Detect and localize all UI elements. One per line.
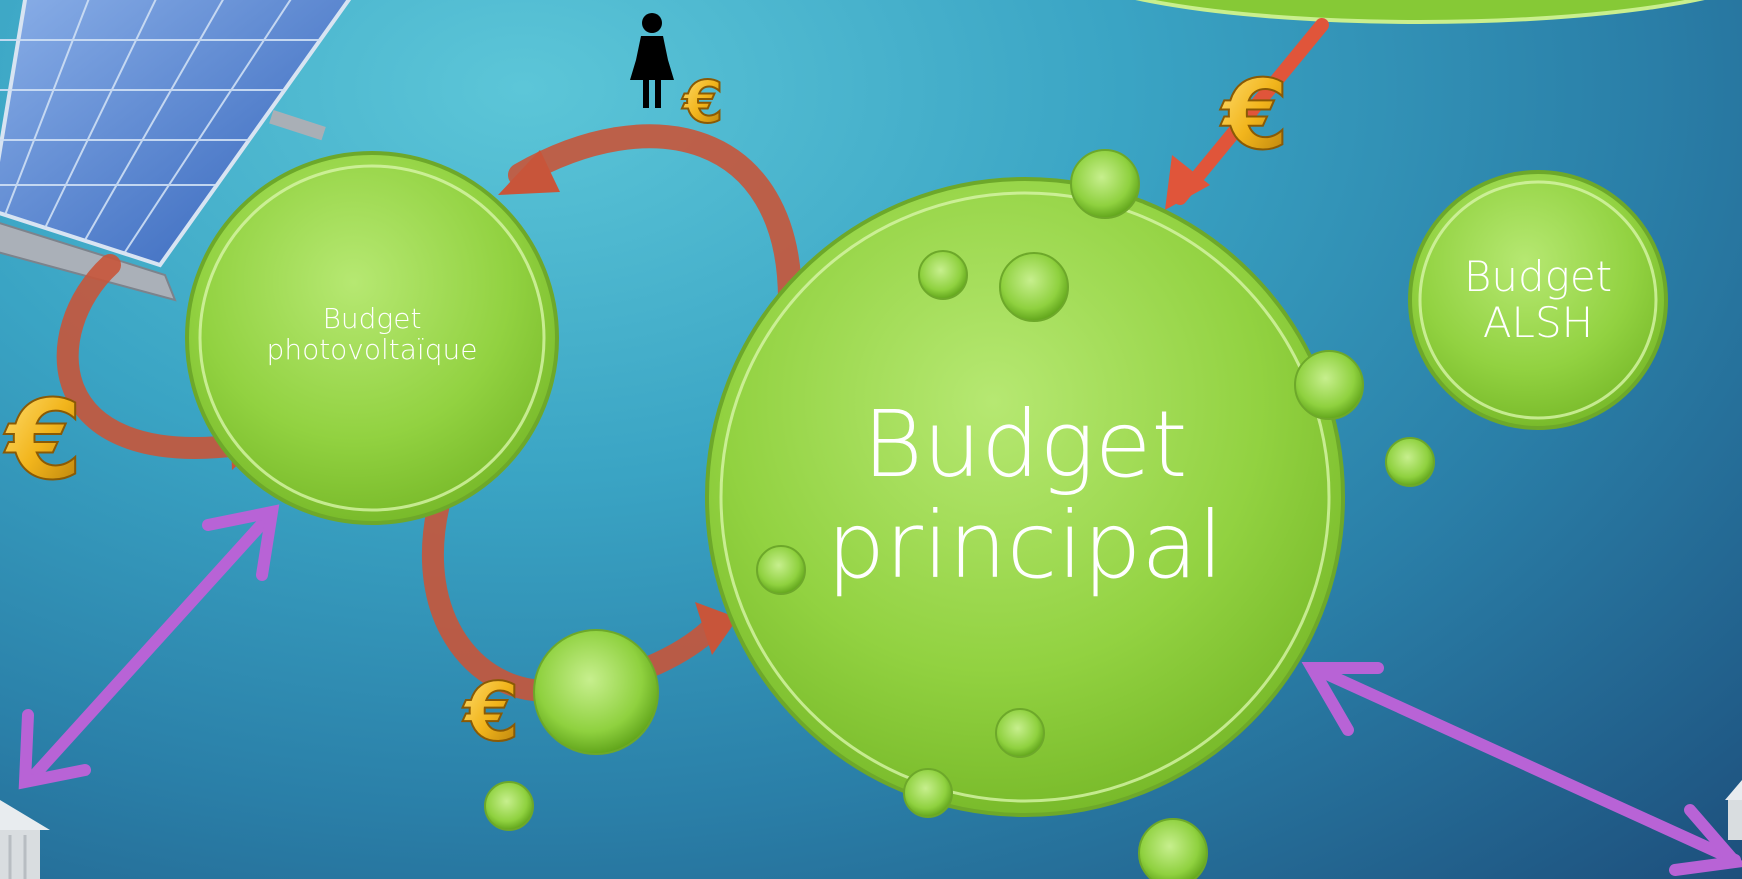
euro-coin-icon: € <box>461 665 521 760</box>
label-photovoltaique: Budget photovoltaïque <box>266 302 478 366</box>
flow-arrow-head <box>695 602 738 655</box>
public-building-icon <box>1725 780 1742 840</box>
woman-person-icon <box>630 13 674 108</box>
decorative-bubbles <box>484 149 1435 879</box>
svg-text:€: € <box>3 376 83 504</box>
svg-text:€: € <box>1220 59 1289 171</box>
link-arrow-pv-building <box>24 509 276 786</box>
flow-arrow-head <box>1165 155 1210 210</box>
top-green-shape <box>1135 0 1705 24</box>
public-building-icon <box>0 800 50 879</box>
solar-panel-icon <box>0 0 352 302</box>
circle-principal <box>705 177 1345 817</box>
euro-coin-icon: € <box>1219 58 1290 172</box>
link-arrows <box>18 504 1742 876</box>
flow-arrow-principal-to-pv <box>508 124 802 312</box>
euro-coin-icon: € <box>2 375 84 505</box>
label-alsh: Budget ALSH <box>1463 251 1613 347</box>
euro-coin-icon: € <box>680 67 724 137</box>
link-arrow-principal-building <box>1312 664 1741 866</box>
label-principal: Budget principal <box>826 390 1224 599</box>
svg-text:€: € <box>681 68 723 136</box>
svg-text:€: € <box>462 666 520 759</box>
flow-arrow-head <box>498 150 560 195</box>
flow-arrow-solar-to-pv <box>56 254 251 459</box>
circle-alsh <box>1408 170 1668 430</box>
circle-photovoltaique <box>185 151 559 525</box>
flow-arrow-top-to-principal <box>1173 18 1329 205</box>
